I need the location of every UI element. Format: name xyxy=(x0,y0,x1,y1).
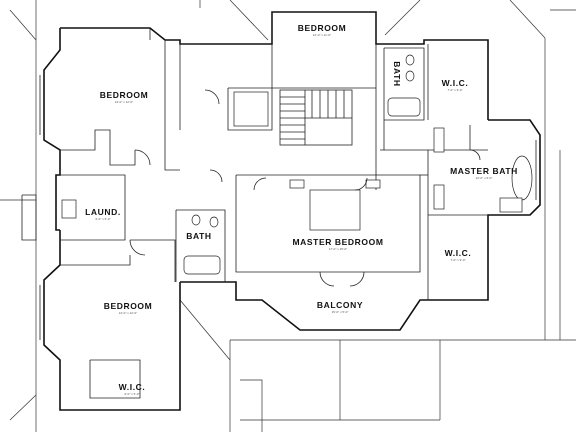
interior-walls xyxy=(60,12,488,300)
label-bedroom-bottom: BEDROOM xyxy=(104,301,153,311)
svg-text:13'-0" x 12'-0": 13'-0" x 12'-0" xyxy=(115,100,133,104)
svg-text:15'-0" x 5'-0": 15'-0" x 5'-0" xyxy=(332,310,349,314)
label-wic-top: W.I.C. xyxy=(442,78,469,88)
svg-text:12'-0" x 11'-0": 12'-0" x 11'-0" xyxy=(313,33,331,37)
label-wic-bottom: W.I.C. xyxy=(119,382,146,392)
svg-text:7'-0" x 9'-0": 7'-0" x 9'-0" xyxy=(447,88,462,92)
label-bedroom-top: BEDROOM xyxy=(298,23,347,33)
label-bath-top: BATH xyxy=(392,61,402,86)
label-laund: LAUND. xyxy=(85,207,121,217)
label-balcony: BALCONY xyxy=(317,300,363,310)
stair xyxy=(279,89,353,146)
svg-text:17'-0" x 15'-0": 17'-0" x 15'-0" xyxy=(329,247,347,251)
svg-text:6'-0" x 5'-0": 6'-0" x 5'-0" xyxy=(124,392,139,396)
room-labels: BEDROOM 12'-0" x 11'-0" BEDROOM 13'-0" x… xyxy=(85,23,518,396)
label-bath-left: BATH xyxy=(186,231,211,241)
fixtures xyxy=(61,54,533,275)
label-master-bath: MASTER BATH xyxy=(450,166,518,176)
svg-text:7'-0" x 9'-0": 7'-0" x 9'-0" xyxy=(450,258,465,262)
svg-text:13'-0" x 12'-0": 13'-0" x 12'-0" xyxy=(119,311,137,315)
svg-text:12'-0" x 9'-0": 12'-0" x 9'-0" xyxy=(476,176,493,180)
label-bedroom-left: BEDROOM xyxy=(100,90,149,100)
label-wic-right: W.I.C. xyxy=(445,248,472,258)
bay-windows xyxy=(21,43,537,399)
label-master-bedroom: MASTER BEDROOM xyxy=(292,237,383,247)
svg-text:6'-0" x 5'-0": 6'-0" x 5'-0" xyxy=(95,217,110,221)
doors xyxy=(129,89,481,287)
